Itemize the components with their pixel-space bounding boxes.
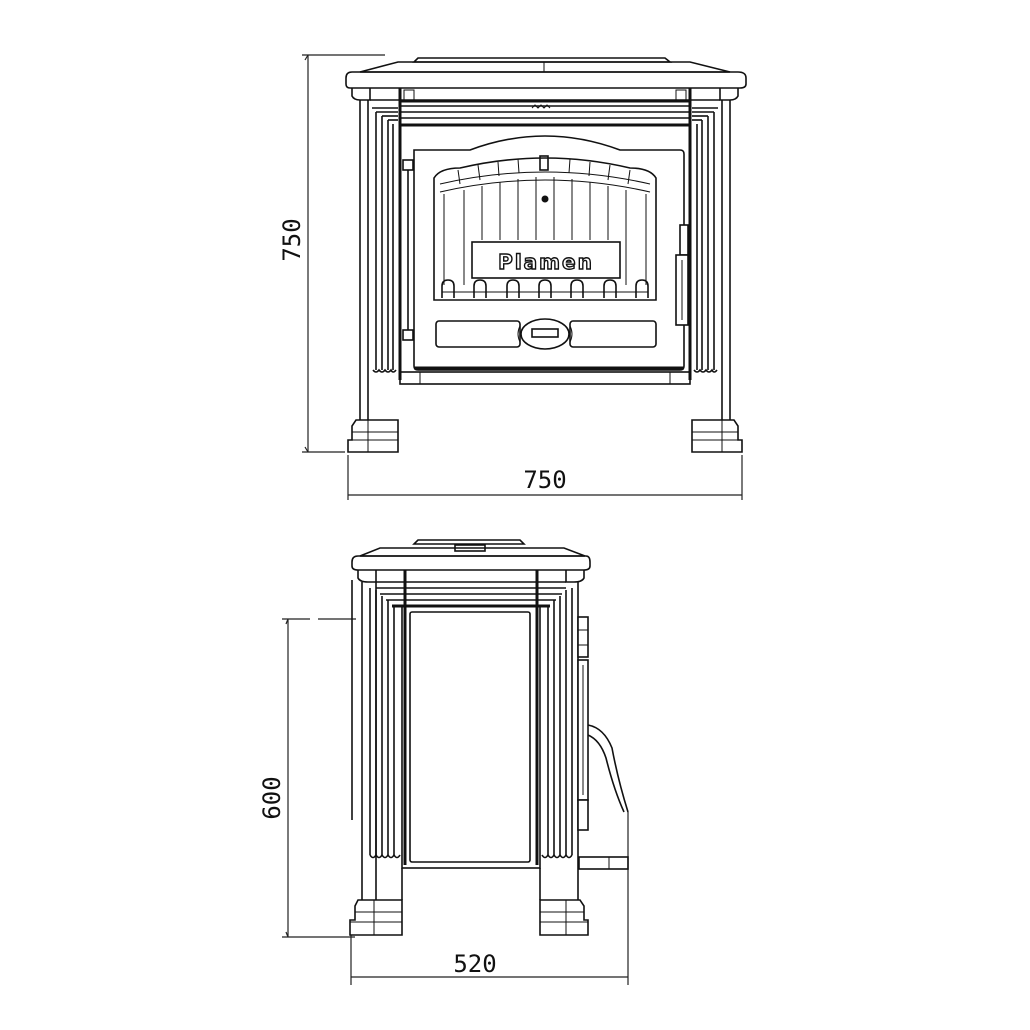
side-frame (376, 570, 566, 869)
front-left-pilaster (347, 100, 399, 453)
brand-plate: Plamen (471, 241, 621, 279)
side-door-handle-icon (577, 616, 629, 831)
door-rivet-icon (541, 195, 549, 203)
upper-hinge-icon (402, 159, 414, 171)
door-latch-handle-icon (675, 224, 689, 326)
window-bars (443, 177, 647, 285)
front-width-label: 750 (523, 466, 566, 494)
side-height-dimension: 600 (258, 618, 356, 938)
front-height-dimension: 750 (278, 54, 385, 453)
brand-plate-text: Plamen (498, 250, 594, 274)
air-control-panels (435, 318, 657, 350)
front-frieze (398, 88, 692, 380)
window-arch-bricks (457, 155, 631, 185)
front-width-dimension: 750 (347, 455, 743, 500)
front-view: 750 750 (278, 54, 747, 500)
front-door: Plamen (402, 135, 689, 371)
side-view: 600 520 (258, 539, 629, 985)
side-depth-dimension: 520 (350, 812, 629, 985)
air-regulator-knob-icon (520, 318, 570, 350)
front-height-label: 750 (278, 218, 306, 261)
lower-hinge-icon (402, 329, 414, 341)
side-height-label: 600 (258, 776, 286, 819)
front-right-pilaster (691, 100, 743, 453)
side-depth-label: 520 (453, 950, 496, 978)
side-ash-pan (578, 856, 629, 870)
side-left-column (349, 580, 403, 936)
side-top-plate (351, 539, 591, 583)
window-grate (441, 279, 649, 298)
front-base-rail (399, 371, 691, 385)
